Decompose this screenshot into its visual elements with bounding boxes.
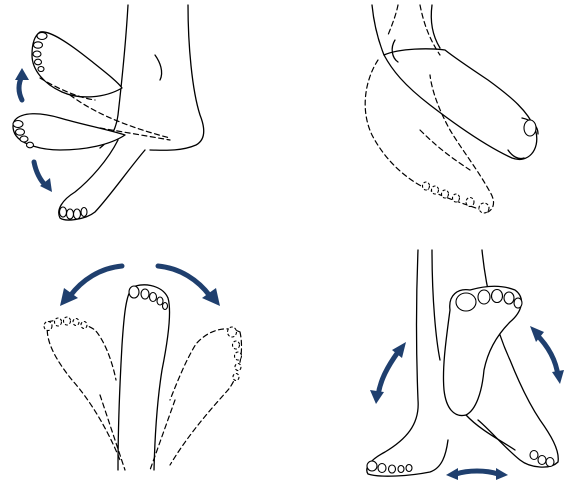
leg-outline-back: [150, 5, 204, 150]
panel-ankle-circles: [367, 250, 564, 480]
foot-pointed: [384, 49, 537, 160]
leg-outline: [372, 5, 384, 55]
curved-right-arrow-icon: [158, 266, 210, 296]
left-circular-arrow-tail: [370, 390, 384, 404]
foot-right-toes-dashed: [228, 327, 242, 381]
leg-outline-dashed: [388, 5, 398, 35]
motion-guide: [420, 130, 470, 170]
panel-foot-up-down: [13, 5, 204, 220]
standing-foot-toes: [367, 461, 412, 473]
leg-outline-back: [432, 250, 440, 360]
right-circular-arrow-icon: [536, 334, 558, 376]
left-circular-arrow-icon: [378, 352, 398, 396]
bottom-arrow-head-right: [496, 468, 508, 480]
leg-outline: [367, 250, 448, 476]
foot-down: [59, 140, 145, 220]
foot-right-dashed: [170, 329, 242, 465]
raised-foot-sole: [443, 286, 521, 415]
ankle-bone: [155, 55, 162, 80]
leg-outline-dashed: [420, 5, 440, 55]
right-circular-arrow-tail: [552, 370, 564, 384]
up-arrow-head: [15, 68, 29, 80]
panel-ankle-point-flex: [365, 5, 538, 213]
foot-left-dashed: [47, 320, 120, 460]
foot-up: [32, 32, 122, 97]
panel-foot-side-to-side: [44, 266, 242, 470]
bottom-arrow-head-left: [446, 468, 458, 480]
foot-center: [118, 285, 170, 470]
bottom-arrow-icon: [456, 471, 498, 474]
raised-foot-lower-toes: [530, 451, 554, 467]
foot-flexed-toes-dashed: [423, 182, 490, 213]
curved-left-arrow-icon: [70, 266, 122, 296]
foot-left-toes-dashed: [44, 317, 87, 331]
down-arrow-icon: [34, 162, 46, 186]
